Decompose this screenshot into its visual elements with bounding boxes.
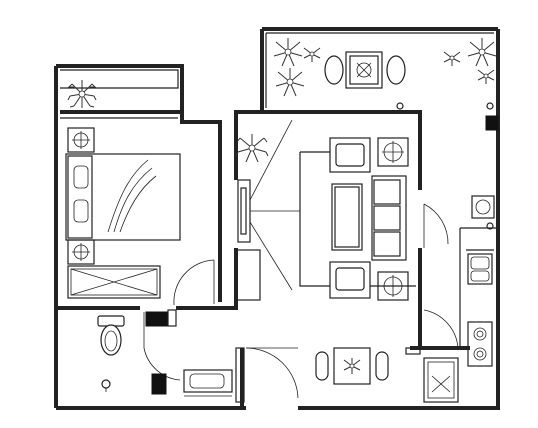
column	[485, 115, 499, 131]
sink-icon	[183, 369, 233, 393]
plant-icon	[477, 69, 495, 84]
plant-icon	[303, 47, 321, 62]
sofa-icon	[371, 175, 407, 261]
plant-icon	[273, 38, 303, 67]
drain-icon	[486, 102, 494, 110]
washing-machine	[471, 195, 495, 219]
shaft	[145, 311, 169, 327]
chair	[386, 55, 406, 85]
nightstand	[67, 127, 95, 153]
shaft	[151, 373, 167, 395]
tv-screen-icon	[240, 187, 247, 235]
plant-icon	[67, 80, 97, 108]
living-room	[299, 137, 416, 301]
pillow	[73, 165, 89, 189]
kitchen	[423, 195, 495, 403]
side-table	[377, 137, 409, 167]
fridge	[423, 357, 459, 403]
balcony	[273, 38, 499, 131]
wardrobe	[67, 265, 161, 299]
dining-area	[315, 347, 389, 385]
drain-icon	[101, 379, 111, 389]
plant-icon	[235, 134, 269, 163]
corridor	[235, 119, 300, 301]
side-table	[377, 271, 409, 301]
outer-walls	[54, 27, 500, 410]
plant-icon	[343, 358, 361, 374]
stove-icon	[467, 321, 493, 367]
coffee-table	[331, 183, 363, 251]
toilet-icon	[97, 315, 125, 356]
plant-icon	[275, 68, 305, 97]
wall-stubs	[167, 309, 421, 403]
nightstand	[67, 239, 95, 265]
chair	[315, 351, 329, 381]
tv-cabinet	[237, 179, 251, 243]
plant-icon	[443, 51, 461, 66]
chair	[324, 55, 344, 85]
doors	[143, 203, 459, 399]
bedroom	[65, 80, 181, 299]
bed-headboard	[67, 155, 93, 239]
bathroom	[97, 311, 233, 397]
chair	[375, 351, 389, 381]
pillow	[73, 199, 89, 223]
sink-icon	[467, 253, 493, 285]
bed	[65, 153, 181, 241]
plant-icon	[467, 38, 497, 67]
drain-icon	[396, 102, 404, 110]
